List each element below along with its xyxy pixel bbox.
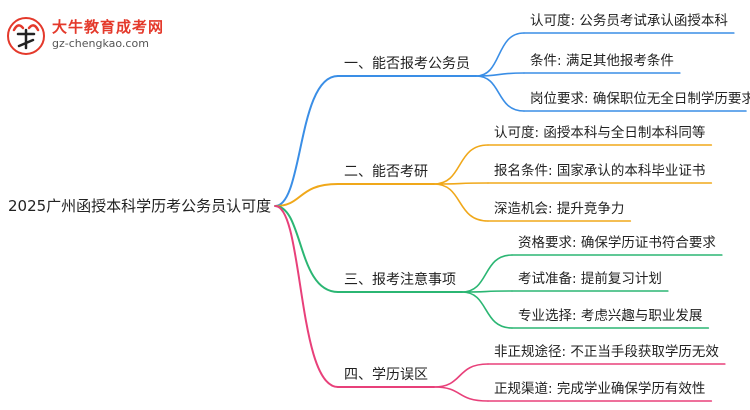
leaf-connector — [433, 144, 489, 185]
leaf-node: 认可度: 公务员考试承认函授本科 — [530, 13, 728, 29]
branch-application-notes: 三、报考注意事项 — [344, 272, 456, 288]
leaf-node: 深造机会: 提升竞争力 — [494, 201, 625, 217]
branch-connector — [274, 205, 339, 388]
leaf-node: 岗位要求: 确保职位无全日制学历要求 — [530, 91, 750, 107]
leaf-connector — [475, 75, 525, 112]
leaf-node: 正规渠道: 完成学业确保学历有效性 — [494, 381, 706, 397]
leaf-connector — [433, 363, 489, 388]
branch-connector — [274, 205, 339, 293]
branch-connector — [274, 183, 339, 207]
branch-can-apply-civil-service: 一、能否报考公务员 — [344, 56, 470, 72]
leaf-connector — [433, 182, 489, 185]
leaf-connector — [433, 183, 489, 222]
bull-logo-icon — [7, 17, 45, 55]
leaf-node: 认可度: 函授本科与全日制本科同等 — [494, 125, 706, 141]
leaf-connector — [433, 386, 489, 402]
leaf-node: 非正规途径: 不正当手段获取学历无效 — [494, 344, 719, 360]
branch-can-take-postgrad-exam: 二、能否考研 — [344, 164, 428, 180]
root-topic: 2025广州函授本科学历考公务员认可度 — [8, 197, 272, 215]
leaf-node: 条件: 满足其他报考条件 — [530, 53, 674, 69]
logo-title: 大牛教育成考网 — [52, 18, 165, 36]
leaf-node: 资格要求: 确保学历证书符合要求 — [518, 235, 716, 251]
leaf-connector — [461, 254, 513, 293]
leaf-connector — [461, 290, 513, 293]
logo-url: gz-chengkao.com — [52, 37, 149, 50]
leaf-connector — [475, 32, 525, 77]
leaf-node: 专业选择: 考虑兴趣与职业发展 — [518, 308, 703, 324]
leaf-connector — [461, 291, 513, 329]
leaf-node: 考试准备: 提前复习计划 — [518, 271, 662, 287]
branch-degree-misconceptions: 四、学历误区 — [344, 367, 428, 383]
branch-connector — [274, 75, 339, 207]
site-logo[interactable]: 大牛教育成考网 gz-chengkao.com — [6, 14, 196, 58]
leaf-node: 报名条件: 国家承认的本科毕业证书 — [494, 163, 706, 179]
